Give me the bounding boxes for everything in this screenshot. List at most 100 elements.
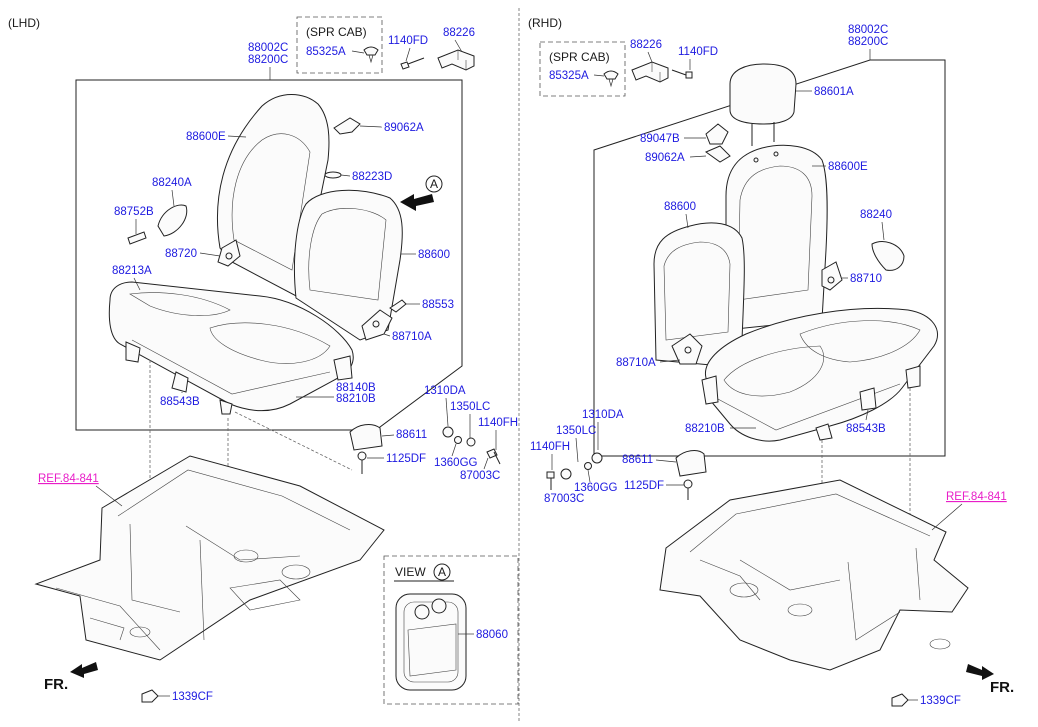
lhd-label-88543B[interactable]: 88543B [160,396,200,408]
rhd-label-88210B[interactable]: 88210B [685,423,725,435]
rhd-cover-88240-icon [871,241,905,271]
rhd-label-88600E[interactable]: 88600E [828,161,868,173]
rhd-bolt-1125DF-icon [683,479,693,500]
lhd-label-1140FD[interactable]: 1140FD [388,35,428,47]
rhd-seat-back [725,144,828,331]
lhd-label-89062A[interactable]: 89062A [384,122,424,134]
rhd-label-88543B[interactable]: 88543B [846,423,886,435]
rhd-floor-panel [659,479,969,671]
lhd-nut-icon [442,426,454,438]
rhd-bracket-icon [631,61,669,83]
rhd-label-1140FH[interactable]: 1140FH [530,441,570,453]
lhd-bolt-1125DF-icon [357,451,367,474]
rhd-hinge-88710-icon [821,261,843,291]
lhd-assembly-outline [75,79,463,431]
lhd-hinge-88720-icon [217,239,241,267]
lhd-label-88060[interactable]: 88060 [476,629,508,641]
rhd-label-88200C[interactable]: 88200C [848,36,888,48]
rhd-label-88710A[interactable]: 88710A [616,357,656,369]
rhd-label-1350LC[interactable]: 1350LC [556,425,596,437]
lhd-label-88710A[interactable]: 88710A [392,331,432,343]
rhd-fr-label: FR. [990,679,1014,696]
rhd-label-89047B[interactable]: 89047B [640,133,680,145]
lhd-bolt-icon [400,57,425,70]
lhd-bolt-1140FH-icon [486,448,501,465]
lhd-spr-cab-label: (SPR CAB) [306,25,367,39]
lhd-ref-label[interactable]: REF.84-841 [38,473,99,485]
lhd-label-88223D[interactable]: 88223D [352,171,392,183]
rhd-panel: (RHD) (SPR CAB) 85325A 88226 1140FD 8800… [528,16,1014,707]
lhd-buckle-88710A-icon [361,309,393,341]
lhd-view-mark-circle [433,563,451,581]
rhd-cover-88611-icon [675,450,707,477]
rhd-label-85325A[interactable]: 85325A [549,70,589,82]
lhd-title: (LHD) [8,16,40,30]
lhd-label-88210B[interactable]: 88210B [336,393,376,405]
lhd-grommet-icon [324,171,342,179]
rhd-nut-2-icon [560,468,572,480]
lhd-seat-cushion [108,281,354,412]
lhd-fr-arrow-icon [70,662,98,678]
lhd-label-1140FH[interactable]: 1140FH [478,417,518,429]
rhd-label-88710[interactable]: 88710 [850,273,882,285]
lhd-view-title: VIEW [395,565,426,579]
rhd-fr-arrow-icon [966,664,994,680]
rhd-label-1140FD[interactable]: 1140FD [678,46,718,58]
lhd-view-mark: A [438,565,446,579]
rhd-label-88002C[interactable]: 88002C [848,24,888,36]
lhd-label-88226[interactable]: 88226 [443,27,475,39]
rhd-label-1360GG[interactable]: 1360GG [574,482,618,494]
lhd-fr-label: FR. [44,676,68,693]
lhd-label-1310DA[interactable]: 1310DA [424,385,466,397]
rhd-front-seat-back [653,222,745,367]
lhd-label-88600[interactable]: 88600 [418,249,450,261]
lhd-label-88002C[interactable]: 88002C [248,42,288,54]
lhd-view-a-box [383,555,519,705]
lhd-floor-panel [34,455,385,661]
lhd-label-1360GG[interactable]: 1360GG [434,457,478,469]
rhd-bracket-89047B-icon [705,123,729,145]
lhd-label-88611[interactable]: 88611 [396,429,427,441]
lhd-clip-88752B-icon [127,231,147,245]
lhd-label-88600E[interactable]: 88600E [186,131,226,143]
rhd-label-88601A[interactable]: 88601A [814,86,854,98]
rhd-label-88240[interactable]: 88240 [860,209,892,221]
lhd-label-88200C[interactable]: 88200C [248,54,288,66]
lhd-label-88720[interactable]: 88720 [165,248,197,260]
rhd-label-87003C[interactable]: 87003C [544,493,584,505]
lhd-bracket-89062A-icon [333,117,361,135]
rhd-clip-icon [603,70,619,88]
lhd-clip-icon [363,46,379,64]
lhd-label-1125DF[interactable]: 1125DF [386,453,426,465]
lhd-panel: (LHD) (SPR CAB) 85325A 1140FD 88226 8800… [8,16,519,705]
rhd-label-88600[interactable]: 88600 [664,201,696,213]
rhd-label-1125DF[interactable]: 1125DF [624,480,664,492]
rhd-bolt-icon [671,69,693,79]
lhd-label-87003C[interactable]: 87003C [460,470,500,482]
rhd-bolt-1140FH-icon [546,471,555,490]
rhd-label-1339CF[interactable]: 1339CF [920,695,961,707]
lhd-label-85325A[interactable]: 85325A [306,46,346,58]
lhd-label-88213A[interactable]: 88213A [112,265,152,277]
lhd-label-88553[interactable]: 88553 [422,299,454,311]
lhd-label-88752B[interactable]: 88752B [114,206,154,218]
lhd-front-seat-back [294,189,403,341]
lhd-bracket-icon [437,49,475,71]
lhd-view-a-mark: A [430,177,438,191]
lhd-label-88140B[interactable]: 88140B [336,382,376,394]
rhd-seat-cushion [704,307,939,442]
rhd-label-88226[interactable]: 88226 [630,39,662,51]
lhd-grommet-1339CF-icon [141,689,159,703]
lhd-label-1350LC[interactable]: 1350LC [450,401,490,413]
lhd-label-88240A[interactable]: 88240A [152,177,192,189]
lhd-label-1339CF[interactable]: 1339CF [172,691,213,703]
rhd-label-89062A[interactable]: 89062A [645,152,685,164]
rhd-ref-label[interactable]: REF.84-841 [946,491,1007,503]
rhd-label-1310DA[interactable]: 1310DA [582,409,624,421]
lhd-view-a-bezel-icon [395,593,467,691]
rhd-label-88611[interactable]: 88611 [622,454,653,466]
lhd-washer-icon [454,436,462,444]
lhd-spr-cab-box [296,16,383,74]
lhd-cover-88240A-icon [157,204,188,237]
